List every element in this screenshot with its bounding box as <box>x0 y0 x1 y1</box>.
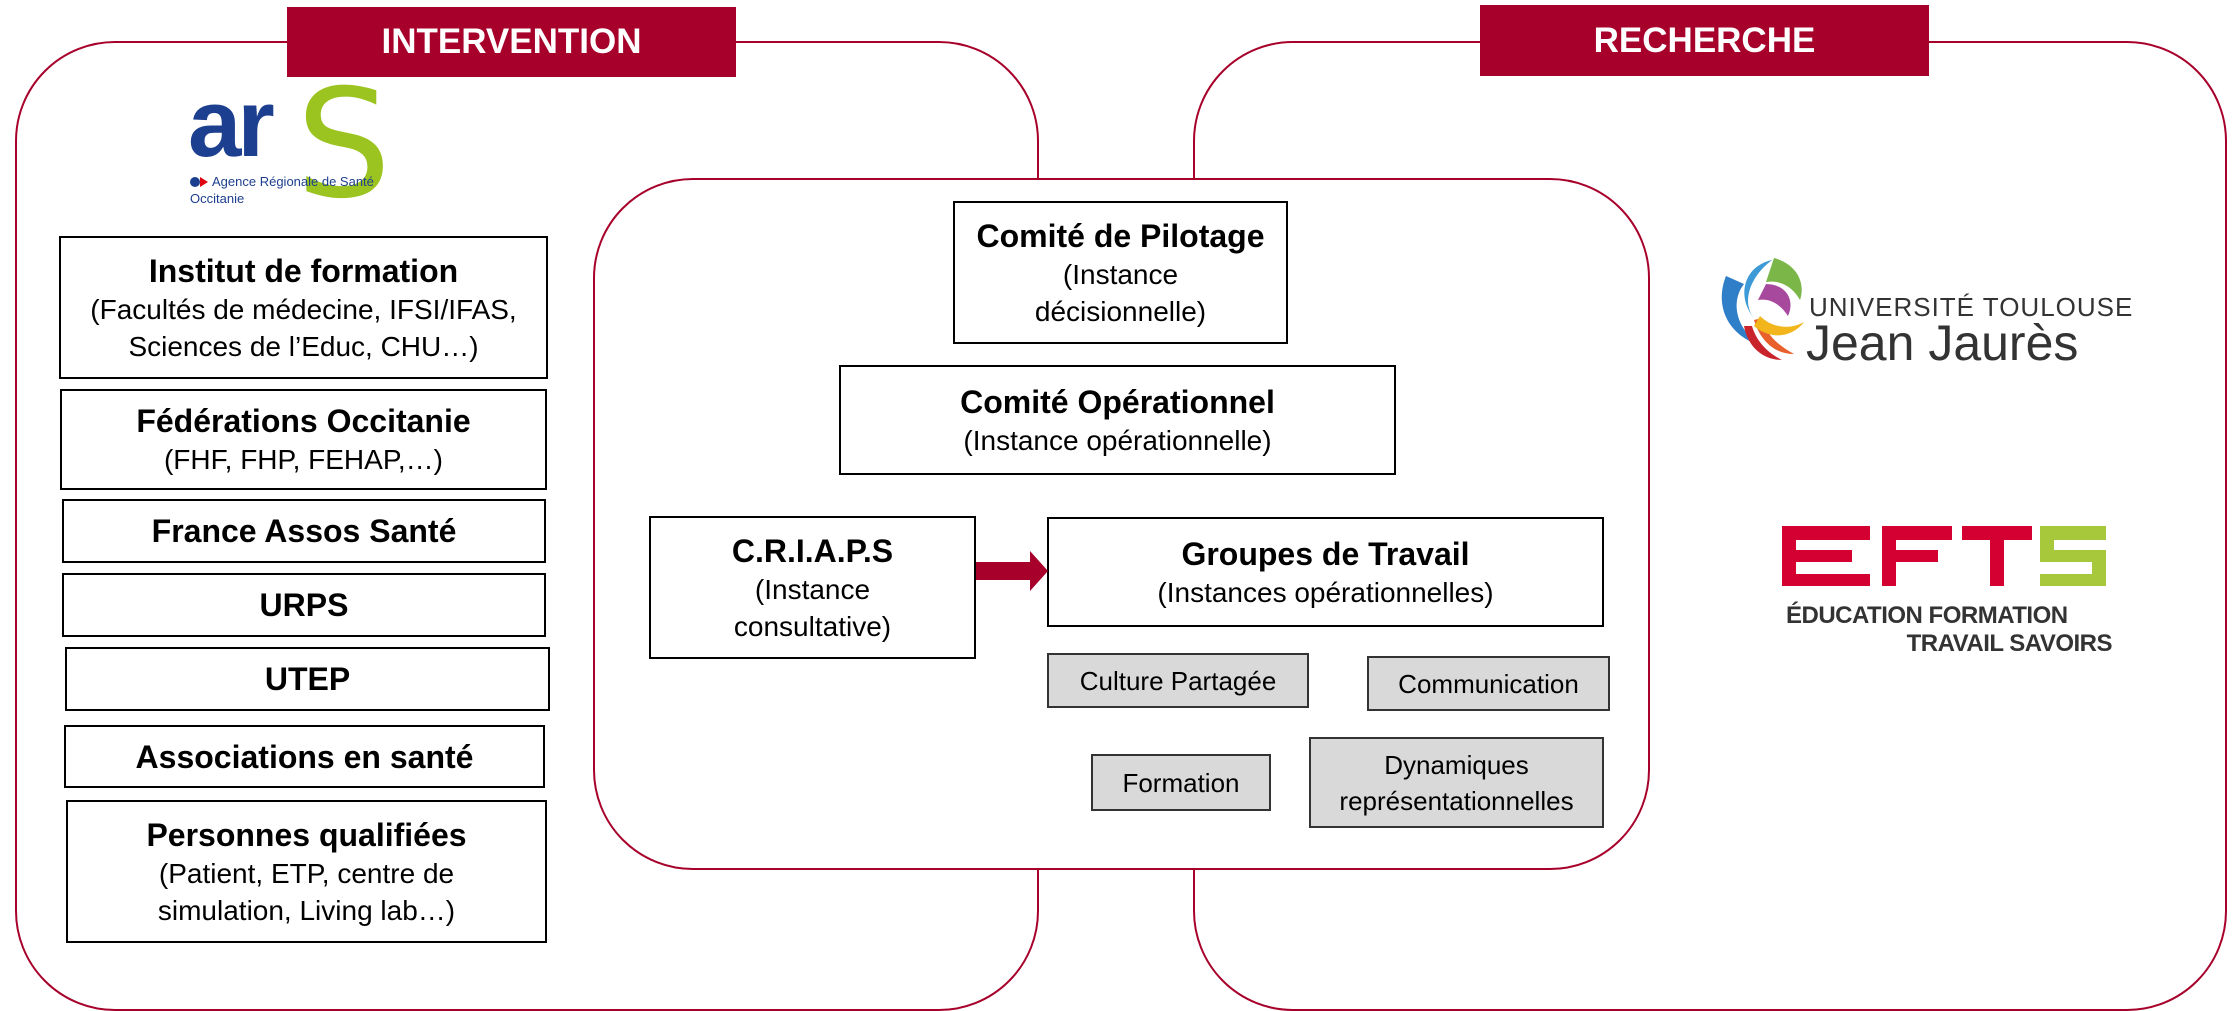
recherche-banner: RECHERCHE <box>1480 5 1929 76</box>
workgroup-formation: Formation <box>1091 754 1271 811</box>
ars-logo-line2: Occitanie <box>190 191 245 206</box>
intervention-box-urps: URPS <box>62 573 546 637</box>
intervention-box-utep: UTEP <box>65 647 550 711</box>
groupes-travail-box: Groupes de Travail (Instances opérationn… <box>1047 517 1604 627</box>
criaps-box: C.R.I.A.P.S (Instance consultative) <box>649 516 976 659</box>
intervention-box-france-assos: France Assos Santé <box>62 499 546 563</box>
efts-line1: ÉDUCATION FORMATION <box>1786 602 2068 629</box>
intervention-box-federations: Fédérations Occitanie (FHF, FHP, FEHAP,…… <box>60 389 547 490</box>
workgroup-culture-partagee: Culture Partagée <box>1047 653 1309 708</box>
ars-flag-icon-red <box>200 177 208 187</box>
efts-line2: TRAVAIL SAVOIRS <box>1906 630 2113 657</box>
intervention-box-personnes: Personnes qualifiées (Patient, ETP, cent… <box>66 800 547 943</box>
ars-logo-line1: Agence Régionale de Santé <box>212 174 374 189</box>
ut2j-swirl-icon <box>1721 258 1804 360</box>
ars-logo-s: S <box>296 58 392 232</box>
ut2j-logo: UNIVERSITÉ TOULOUSE Jean Jaurès <box>1714 256 2164 371</box>
ars-logo: ar S Agence Régionale de Santé Occitanie <box>188 65 408 230</box>
ut2j-line2: Jean Jaurès <box>1806 315 2079 371</box>
ars-flag-icon <box>190 177 200 187</box>
efts-logo: ÉDUCATION FORMATION TRAVAIL SAVOIRS <box>1782 522 2113 662</box>
ars-logo-ar: ar <box>188 70 275 177</box>
efts-mark <box>1782 522 2112 588</box>
comite-operationnel-box: Comité Opérationnel (Instance opérationn… <box>839 365 1396 475</box>
intervention-box-associations: Associations en santé <box>64 725 545 788</box>
ut2j-line1: UNIVERSITÉ TOULOUSE <box>1809 292 2134 322</box>
intervention-banner: INTERVENTION <box>287 7 736 77</box>
workgroup-communication: Communication <box>1367 656 1610 711</box>
workgroup-dynamiques: Dynamiques représentationnelles <box>1309 737 1604 828</box>
comite-pilotage-box: Comité de Pilotage (Instance décisionnel… <box>953 201 1288 344</box>
intervention-box-institut: Institut de formation (Facultés de médec… <box>59 236 548 379</box>
